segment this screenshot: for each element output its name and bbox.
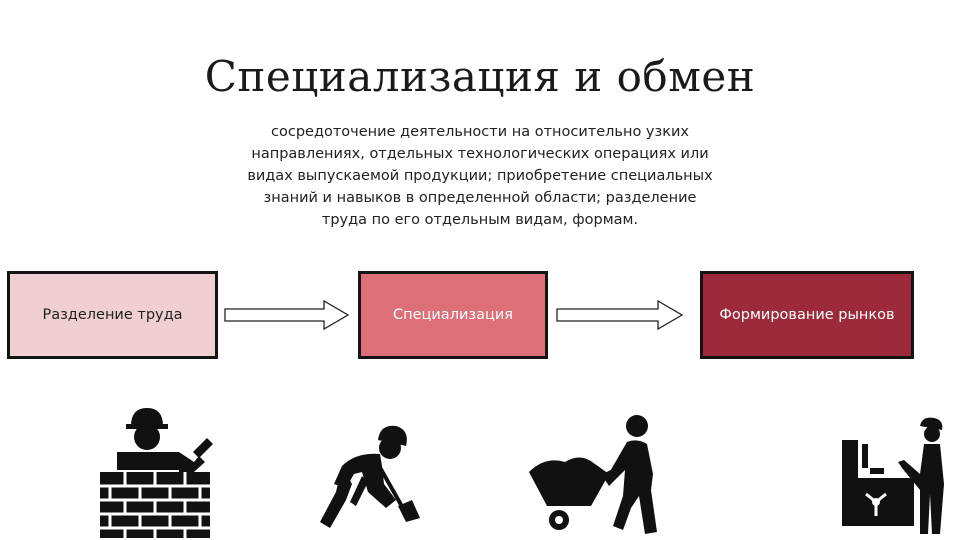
digging-worker-icon bbox=[320, 425, 420, 528]
definition-text: сосредоточение деятельности на относител… bbox=[247, 124, 713, 228]
wheelbarrow-worker-icon bbox=[529, 415, 657, 534]
step-specialization: Специализация bbox=[358, 271, 548, 359]
factory-worker-icon bbox=[842, 417, 944, 534]
arrow-right-icon bbox=[224, 300, 350, 330]
step-label: Разделение труда bbox=[42, 307, 183, 323]
step-label: Специализация bbox=[392, 307, 513, 323]
slide-title: Специализация и обмен bbox=[204, 52, 756, 101]
step-label: Формирование рынков bbox=[719, 307, 895, 323]
step-market-formation: Формирование рынков bbox=[700, 271, 914, 359]
bricklayer-icon bbox=[100, 408, 213, 540]
step-division-of-labor: Разделение труда bbox=[7, 271, 218, 359]
arrow-right-icon bbox=[556, 300, 684, 330]
